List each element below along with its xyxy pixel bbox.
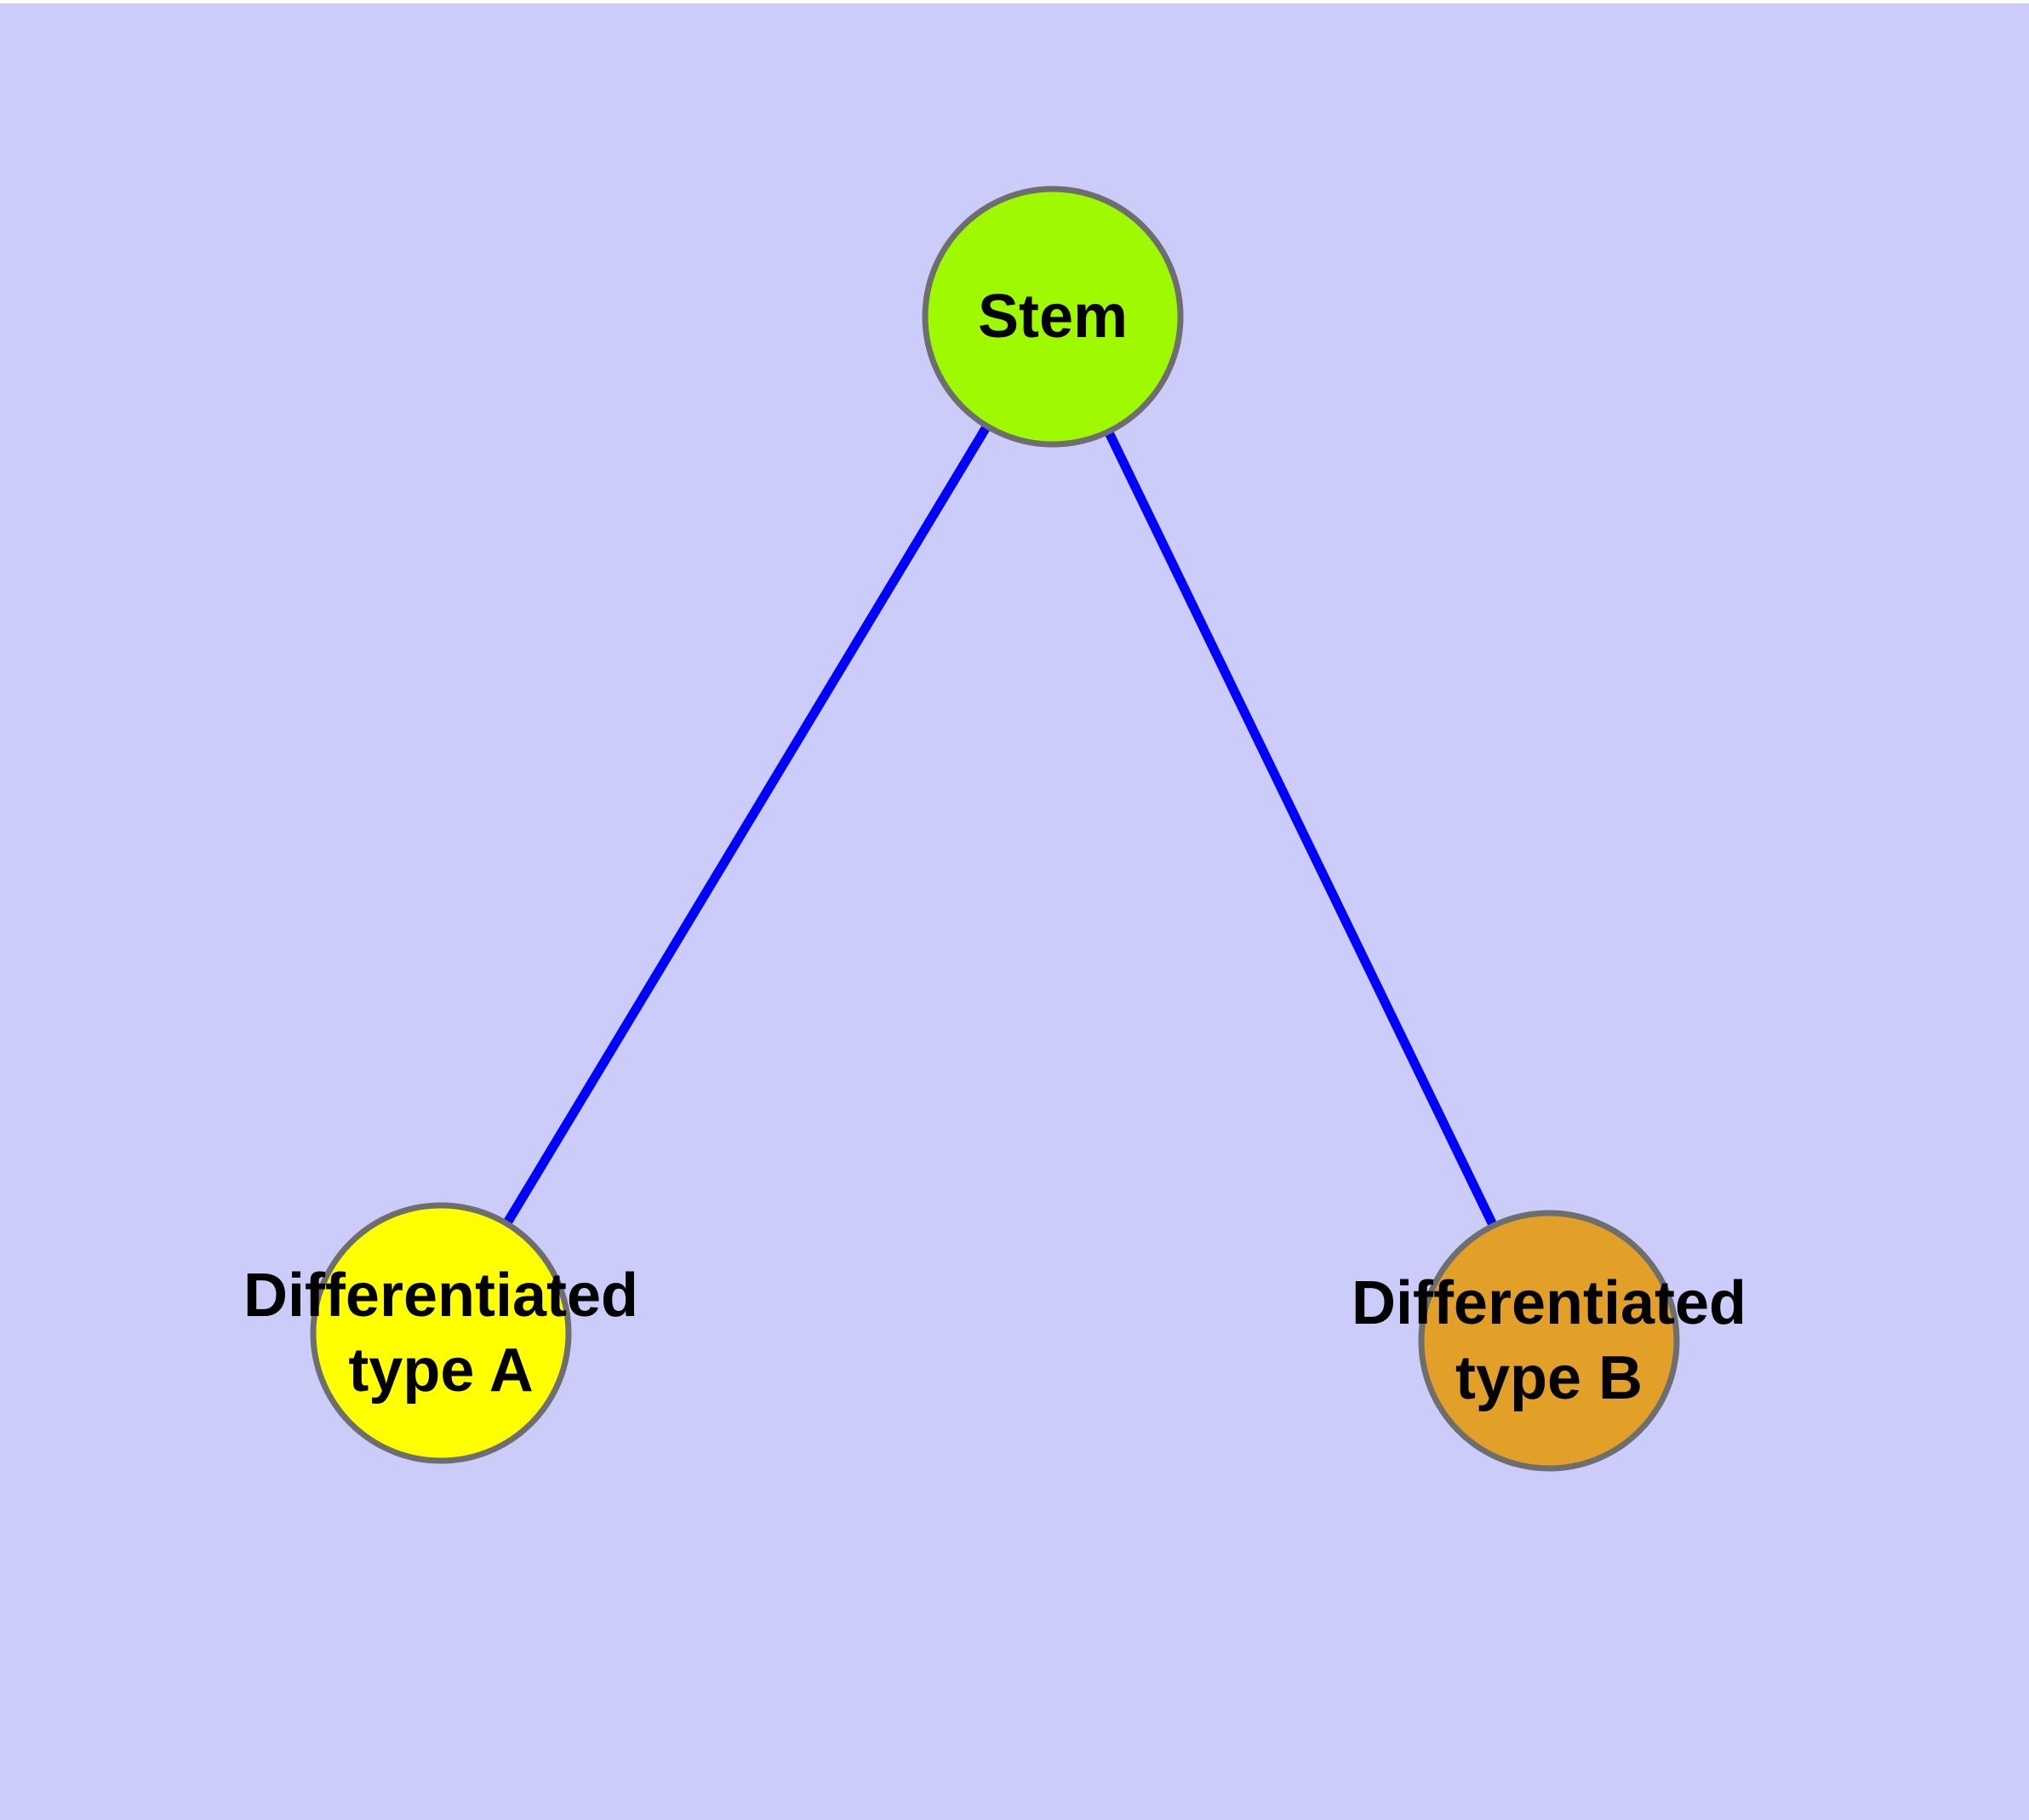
- node-label-line: Differentiated: [1352, 1269, 1746, 1337]
- node-label-stem: Stem: [978, 283, 1128, 351]
- node-label-line: Stem: [978, 283, 1128, 351]
- node-label-line: type A: [348, 1336, 533, 1405]
- nodes-layer: [310, 186, 1680, 1472]
- graph-node-stem[interactable]: [922, 186, 1184, 448]
- node-label-line: Differentiated: [243, 1262, 638, 1330]
- node-label-line: type B: [1455, 1344, 1643, 1412]
- graph-edge-stem-to-a: [502, 423, 992, 1227]
- graph-edge-stem-to-b: [1104, 429, 1498, 1228]
- edges-layer: [502, 423, 1498, 1228]
- node-label-diff_b: Differentiated type B: [1352, 1269, 1746, 1412]
- graph-node-diff_b[interactable]: [1418, 1210, 1680, 1472]
- graph-node-diff_a[interactable]: [310, 1202, 572, 1464]
